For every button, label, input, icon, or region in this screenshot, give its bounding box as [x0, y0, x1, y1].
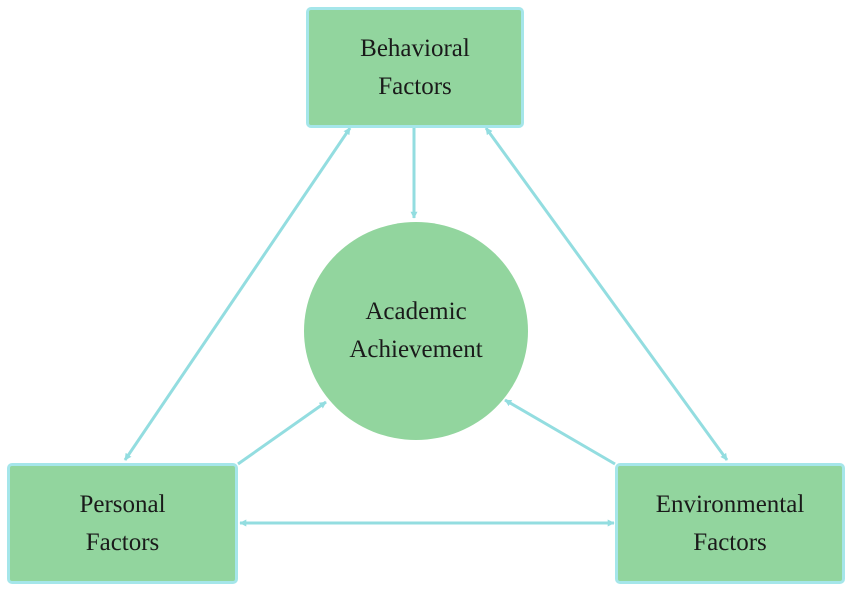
personal-factors-label-line1: Personal — [79, 490, 166, 518]
behavioral-factors-label-line2: Factors — [378, 72, 452, 100]
environmental-factors-label-line1: Environmental — [655, 490, 805, 518]
edge-environmental-to-academic — [504, 398, 616, 466]
personal-factors-label-line2: Factors — [85, 528, 160, 556]
behavioral-factors-label-line1: Behavioral — [360, 34, 470, 62]
edge-behavioral-to-environmental — [484, 127, 729, 461]
edge-behavioral-to-personal — [123, 127, 352, 461]
environmental-factors-label-line2: Factors — [693, 528, 767, 556]
personal-factors-node: Personal Factors — [7, 463, 238, 584]
academic-achievement-label-line2: Achievement — [349, 336, 483, 363]
academic-achievement-label-line1: Academic — [365, 298, 467, 325]
edge-personal-to-academic — [237, 400, 327, 466]
environmental-factors-node: Environmental Factors — [615, 463, 845, 584]
academic-achievement-node: Academic Achievement — [304, 222, 528, 440]
behavioral-factors-node: Behavioral Factors — [306, 7, 524, 128]
